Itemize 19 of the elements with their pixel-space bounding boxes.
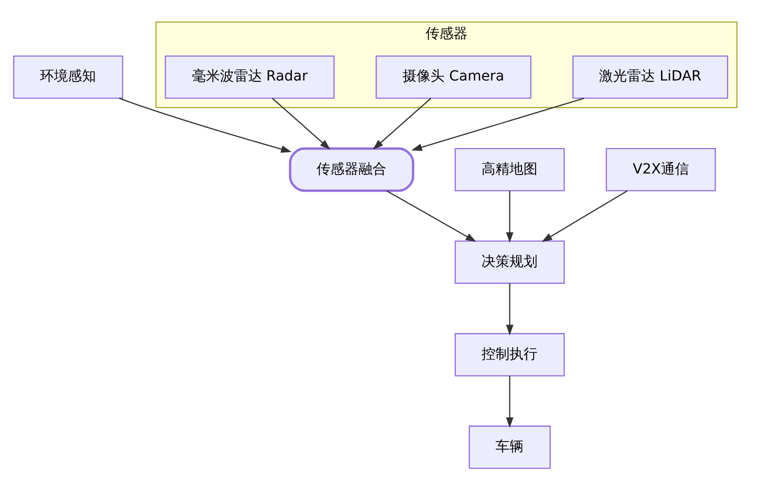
arrow (118, 98, 292, 153)
node-box: 控制执行 (454, 333, 565, 376)
arrow (542, 190, 628, 242)
arrow (272, 98, 330, 150)
node-box: 摄像头 Camera (376, 55, 532, 99)
node-box: V2X通信 (606, 148, 716, 192)
node-box: 车辆 (468, 426, 551, 469)
arrow (386, 190, 476, 242)
node-box: 高精地图 (454, 148, 565, 192)
node-box: 毫米波雷达 Radar (164, 55, 335, 99)
node-box: 决策规划 (454, 240, 565, 284)
node-box: 环境感知 (13, 55, 124, 99)
arrow (411, 98, 584, 151)
node-box: 传感器融合 (288, 147, 414, 192)
arrow (372, 98, 432, 150)
node-box: 激光雷达 LiDAR (572, 55, 728, 99)
arrow (506, 190, 514, 243)
arrow (506, 283, 514, 336)
arrow (506, 376, 514, 428)
